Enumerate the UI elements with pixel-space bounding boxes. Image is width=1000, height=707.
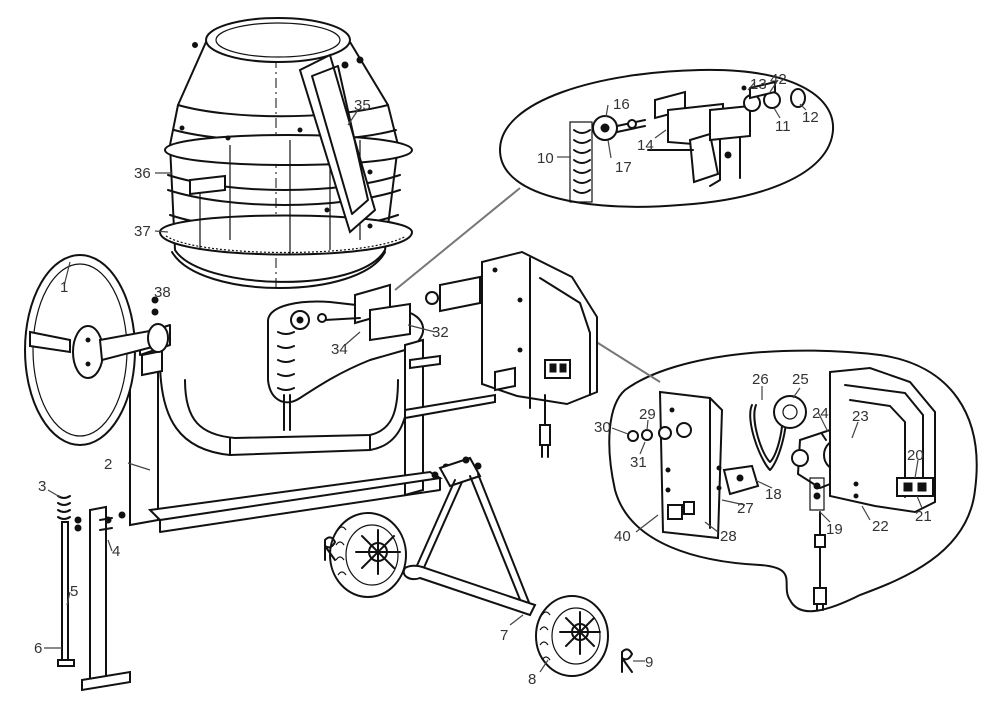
label-25: 25: [792, 371, 809, 388]
label-14: 14: [637, 137, 654, 154]
label-37: 37: [134, 223, 151, 240]
label-29: 29: [639, 406, 656, 423]
label-12: 12: [802, 109, 819, 126]
wheel-right: [535, 595, 609, 677]
label-30: 30: [594, 419, 611, 436]
label-24: 24: [812, 405, 829, 422]
label-3: 3: [38, 478, 46, 495]
label-11: 11: [775, 118, 791, 135]
label-27: 27: [737, 500, 754, 517]
part-number-labels: 1 2 3 4 5 6 7 8 9 10 11 12 13 14 16 17 1…: [34, 71, 932, 688]
label-7: 7: [500, 627, 508, 644]
spring-coil-detail: [569, 121, 593, 203]
label-19: 19: [826, 521, 843, 538]
label-36: 36: [134, 165, 151, 182]
motor-mount-plate-detail: [627, 390, 724, 540]
label-26: 26: [752, 371, 769, 388]
capacitor-and-cord-detail: [809, 477, 827, 611]
label-18: 18: [765, 486, 782, 503]
label-35: 35: [354, 97, 371, 114]
wheel-stand: [402, 456, 537, 626]
label-6: 6: [34, 640, 42, 657]
label-4: 4: [112, 543, 120, 560]
label-34: 34: [331, 341, 348, 358]
gearbox-housing-detail: [647, 80, 806, 187]
detail-bubble-gearbox: [394, 68, 835, 291]
label-9: 9: [645, 654, 653, 671]
belt-and-pulley-detail: [749, 395, 807, 471]
support-legs: [44, 489, 131, 692]
handwheel: [24, 254, 169, 446]
label-42: 42: [770, 71, 787, 88]
label-13: 13: [750, 76, 767, 93]
label-20: 20: [907, 447, 924, 464]
wheel-left: [329, 512, 407, 598]
label-28: 28: [720, 528, 737, 545]
mixer-frame: [104, 296, 496, 533]
detail-bubble-motor: [589, 337, 978, 613]
label-38: 38: [154, 284, 171, 301]
pinion-gear-detail: [592, 115, 646, 141]
label-22: 22: [872, 518, 889, 535]
label-2: 2: [104, 456, 112, 473]
r-clip-pins: [324, 536, 645, 673]
label-32: 32: [432, 324, 449, 341]
mixing-drum: [154, 17, 414, 290]
motor-cover-housing: [481, 250, 598, 458]
label-16: 16: [613, 96, 630, 113]
label-8: 8: [528, 671, 536, 688]
label-1: 1: [60, 279, 68, 296]
switch-housing-detail: [829, 366, 936, 514]
label-31: 31: [630, 454, 647, 471]
label-40: 40: [614, 528, 631, 545]
label-23: 23: [852, 408, 869, 425]
label-21: 21: [915, 508, 932, 525]
label-17: 17: [615, 159, 632, 176]
label-5: 5: [70, 583, 78, 600]
label-10: 10: [537, 150, 554, 167]
